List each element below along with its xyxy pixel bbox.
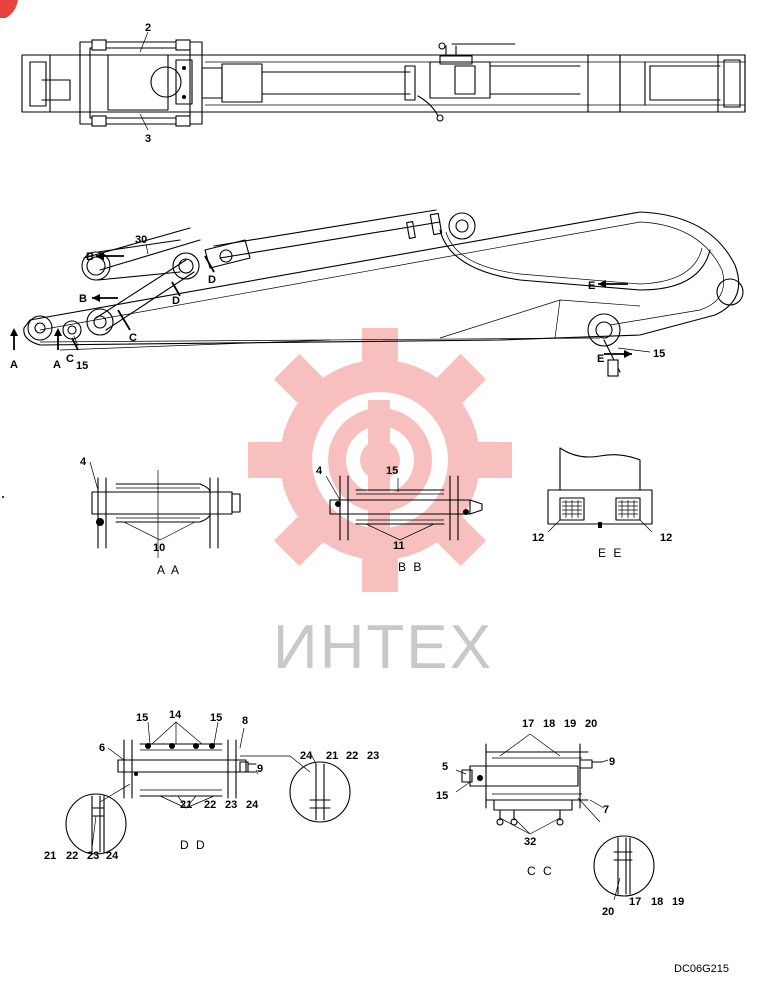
callout-4-bb: 4 — [316, 465, 323, 477]
callout-15-dd-left: 15 — [136, 712, 148, 724]
callout-15-dd-right: 15 — [210, 712, 222, 724]
callout-21-dd: 21 — [180, 799, 192, 811]
side-view-callouts: 30 15 15 — [73, 234, 665, 372]
callout-32-cc: 32 — [524, 836, 536, 848]
callout-15-left: 15 — [76, 360, 88, 372]
marker-a-left: A — [10, 359, 18, 371]
section-bb: 4 15 11 B B — [316, 465, 483, 574]
callout-14-dd: 14 — [169, 709, 182, 721]
callout-23-dd: 23 — [225, 799, 237, 811]
detail-cc-bottom-18: 18 — [651, 896, 663, 908]
callout-9-cc: 9 — [609, 756, 615, 768]
section-cc: 17 18 19 20 5 9 15 7 32 20 17 18 19 C C — [436, 718, 684, 918]
side-view-markers: B B D D C C A A E E — [10, 251, 632, 371]
marker-c-upper: C — [129, 332, 137, 344]
detail-dd-top-21: 21 — [326, 750, 338, 762]
detail-cc-bottom-17: 17 — [629, 896, 641, 908]
section-aa: 4 10 A A — [80, 456, 241, 577]
marker-b-upper: B — [86, 251, 94, 263]
detail-dd-top-22: 22 — [346, 750, 358, 762]
callout-6-dd: 6 — [99, 742, 105, 754]
callout-15-bb: 15 — [386, 465, 398, 477]
marker-e-lower: E — [597, 353, 604, 365]
callout-9-dd: 9 — [257, 763, 263, 775]
marker-a-right: A — [53, 359, 61, 371]
section-title-cc: C C — [527, 864, 554, 878]
callout-30: 30 — [135, 234, 147, 246]
detail-dd-bottom-22: 22 — [66, 850, 78, 862]
callout-4-aa: 4 — [80, 456, 87, 468]
section-title-dd: D D — [180, 838, 207, 852]
callout-3: 3 — [145, 133, 151, 145]
section-dd: 15 14 15 8 6 9 21 22 23 24 24 21 22 23 2… — [44, 709, 379, 862]
detail-dd-bottom-21: 21 — [44, 850, 56, 862]
detail-cc-bottom-19: 19 — [672, 896, 684, 908]
drawing-code: DC06G215 — [674, 963, 729, 975]
callout-15-cc: 15 — [436, 790, 448, 802]
detail-dd-top-24: 24 — [300, 750, 313, 762]
detail-dd-top-23: 23 — [367, 750, 379, 762]
callout-19-cc: 19 — [564, 718, 576, 730]
section-ee: 12 12 E E — [532, 447, 672, 560]
section-title-ee: E E — [598, 546, 623, 560]
callout-22-dd: 22 — [204, 799, 216, 811]
marker-b-lower: B — [79, 293, 87, 305]
marker-e-upper: E — [588, 280, 595, 292]
detail-cc-bottom-20: 20 — [602, 906, 614, 918]
marker-d-left: D — [172, 295, 180, 307]
callout-11-bb: 11 — [393, 540, 405, 552]
top-view-boom — [21, 39, 746, 127]
corner-mark — [0, 0, 18, 18]
detail-dd-bottom-24: 24 — [106, 850, 119, 862]
top-view-callouts: 2 3 — [139, 22, 151, 145]
section-title-aa: A A — [157, 563, 181, 577]
callout-24-dd: 24 — [246, 799, 259, 811]
callout-7-cc: 7 — [603, 804, 609, 816]
callout-15-right: 15 — [653, 348, 665, 360]
detail-dd-bottom-23: 23 — [87, 850, 99, 862]
callout-18-cc: 18 — [543, 718, 555, 730]
corner-dot — [2, 496, 4, 498]
watermark-text: ИНТЕХ — [273, 613, 493, 682]
callout-5-cc: 5 — [442, 761, 448, 773]
marker-c-lower: C — [66, 353, 74, 365]
callout-20-cc: 20 — [585, 718, 597, 730]
callout-12-left: 12 — [532, 532, 544, 544]
callout-12-right: 12 — [660, 532, 672, 544]
callout-8-dd: 8 — [242, 715, 248, 727]
section-title-bb: B B — [398, 560, 423, 574]
marker-d-right: D — [208, 274, 216, 286]
watermark-gear-logo — [248, 328, 512, 592]
callout-10-aa: 10 — [153, 542, 165, 554]
callout-17-cc: 17 — [522, 718, 534, 730]
callout-2: 2 — [145, 22, 151, 34]
